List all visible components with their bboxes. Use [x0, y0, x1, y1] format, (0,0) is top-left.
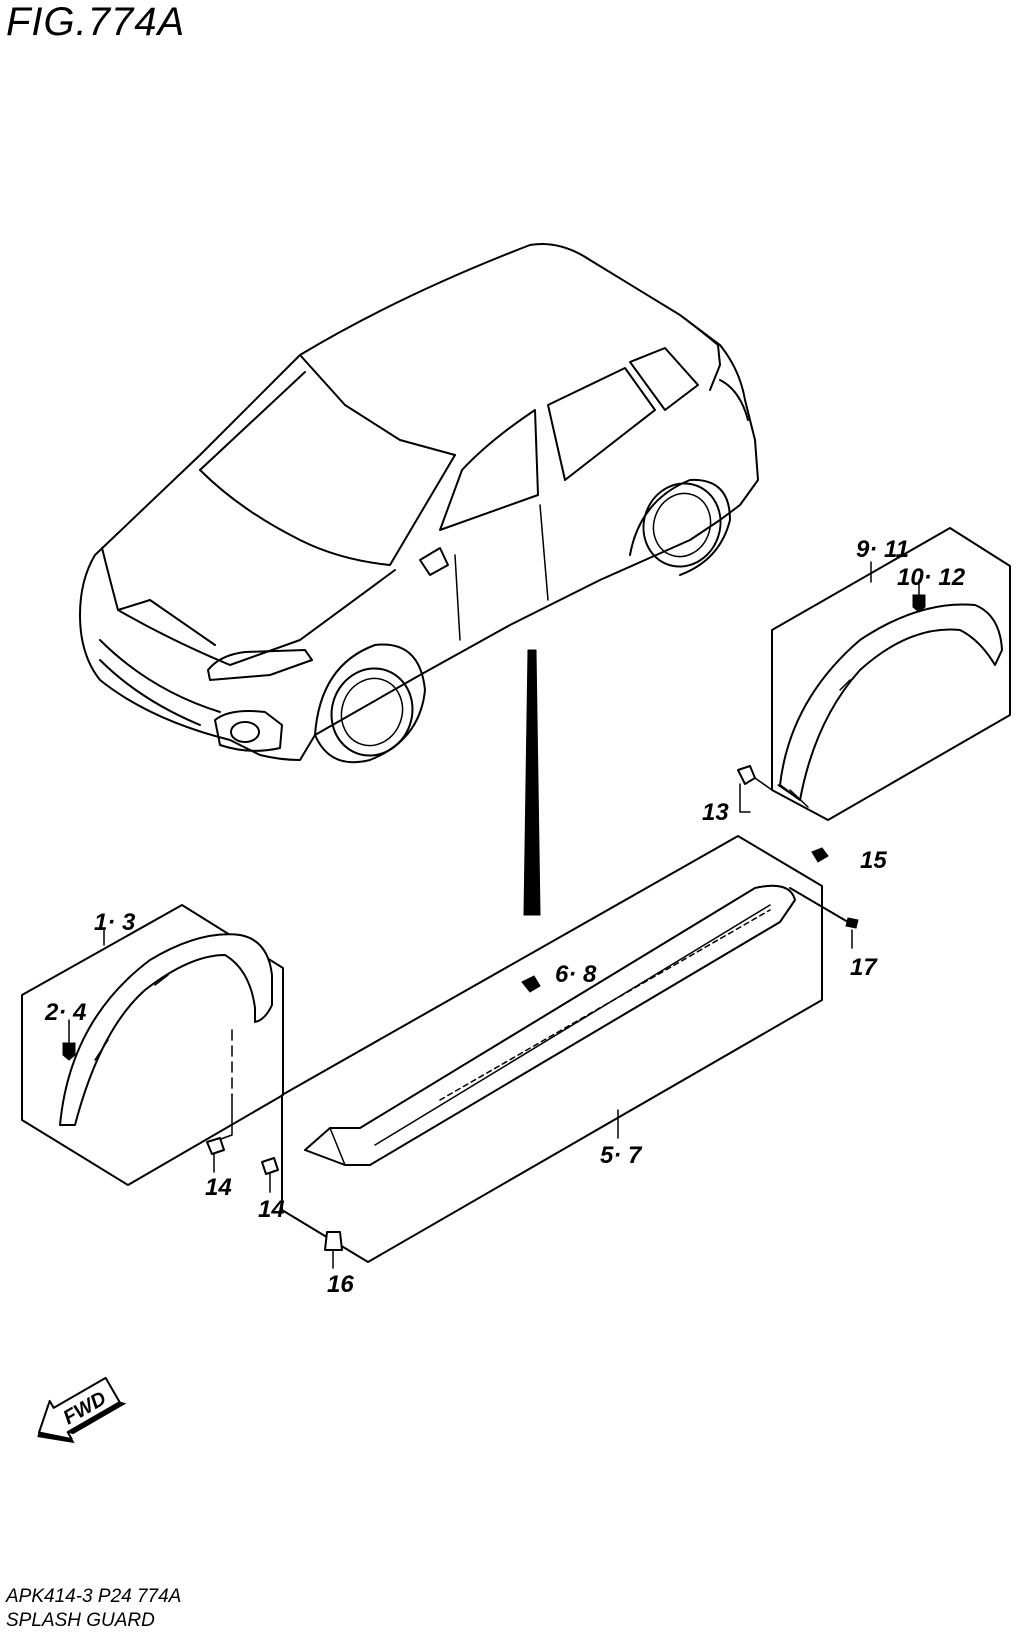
callout-15: 15: [860, 847, 887, 874]
fwd-arrow: FWD: [37, 1376, 127, 1444]
callout-10-12: 10· 12: [897, 564, 966, 591]
callout-9-11: 9· 11: [856, 536, 909, 563]
figure-title: FIG.774A: [6, 0, 186, 44]
callout-2-4: 2· 4: [44, 999, 86, 1026]
rear-fender-flare-group: [771, 527, 1011, 821]
callout-17: 17: [850, 954, 878, 981]
fasteners: [62, 561, 926, 1269]
callout-1-3: 1· 3: [94, 909, 136, 936]
footer-diagram-name: SPLASH GUARD: [6, 1610, 155, 1631]
callout-16: 16: [327, 1271, 354, 1298]
vehicle-illustration: [79, 243, 759, 764]
callout-labels: 1· 3 2· 4 5· 7 6· 8 9· 11 10· 12 13 14 1…: [44, 536, 966, 1298]
callout-13: 13: [702, 799, 729, 826]
location-pointer: [523, 649, 541, 916]
callout-6-8: 6· 8: [555, 961, 597, 988]
callout-5-7: 5· 7: [600, 1142, 643, 1169]
side-sill-garnish-group: [281, 835, 823, 1263]
footer-diagram-code: APK414-3 P24 774A: [6, 1586, 182, 1607]
front-fender-flare-group: [21, 904, 284, 1186]
callout-14-a: 14: [205, 1174, 232, 1201]
callout-14-b: 14: [258, 1196, 285, 1223]
